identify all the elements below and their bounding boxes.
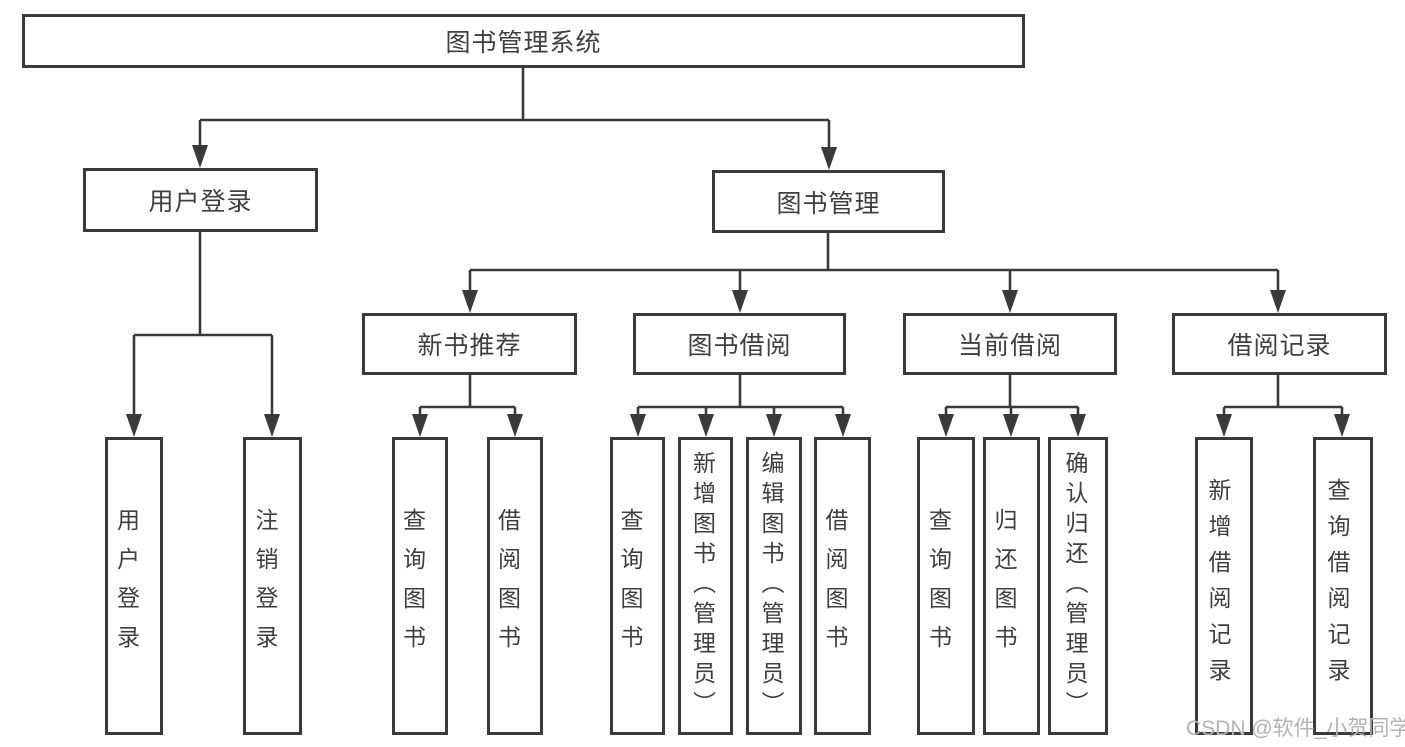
leaf-bb-edit-books-admin: 编辑图书（管理员） (746, 437, 802, 735)
leaf-nb-query-books: 查询图书 (392, 437, 448, 735)
leaf-cb-return-books: 归还图书 (983, 437, 1040, 735)
leaf-label: 新增借阅记录 (1205, 478, 1231, 694)
leaf-label: 查询图书 (925, 508, 952, 664)
leaf-label: 借阅图书 (494, 508, 521, 664)
node-label: 用户登录 (148, 188, 253, 216)
node-user-login: 用户登录 (83, 168, 318, 232)
node-label: 图书借阅 (687, 332, 792, 360)
watermark: CSDN @软件_小贺同学 (1186, 717, 1405, 740)
leaf-cb-confirm-return-admin: 确认归还（管理员） (1048, 437, 1108, 735)
leaf-label: 注销登录 (252, 508, 278, 664)
leaf-label: 新增图书（管理员） (689, 451, 716, 721)
leaf-bb-query-books: 查询图书 (610, 437, 665, 735)
node-label: 当前借阅 (957, 332, 1062, 360)
node-book-management: 图书管理 (712, 170, 945, 233)
leaf-logout: 注销登录 (243, 437, 302, 735)
node-borrow-records: 借阅记录 (1172, 313, 1387, 375)
leaf-label: 归还图书 (991, 508, 1017, 664)
leaf-br-add-record: 新增借阅记录 (1195, 437, 1253, 735)
leaf-label: 查询图书 (399, 508, 426, 664)
node-current-borrow: 当前借阅 (903, 313, 1117, 375)
node-book-borrow: 图书借阅 (633, 313, 846, 375)
leaf-label: 确认归还（管理员） (1062, 451, 1088, 721)
leaf-label: 用户登录 (113, 508, 140, 664)
node-label: 借阅记录 (1227, 332, 1332, 360)
leaf-bb-add-books-admin: 新增图书（管理员） (678, 437, 733, 735)
leaf-user-login: 用户登录 (105, 437, 163, 735)
node-label: 新书推荐 (417, 332, 522, 360)
leaf-nb-borrow-books: 借阅图书 (487, 437, 543, 735)
leaf-cb-query-books: 查询图书 (917, 437, 975, 735)
node-label: 图书管理 (776, 189, 881, 218)
node-new-book-recommend: 新书推荐 (362, 313, 577, 375)
leaf-bb-borrow-books: 借阅图书 (814, 437, 871, 735)
node-root: 图书管理系统 (22, 14, 1025, 68)
node-label: 图书管理系统 (445, 29, 602, 57)
leaf-label: 查询图书 (617, 508, 643, 664)
leaf-label: 借阅图书 (822, 508, 848, 664)
leaf-br-query-record: 查询借阅记录 (1313, 437, 1373, 735)
leaf-label: 查询借阅记录 (1324, 478, 1350, 694)
leaf-label: 编辑图书（管理员） (758, 451, 784, 721)
